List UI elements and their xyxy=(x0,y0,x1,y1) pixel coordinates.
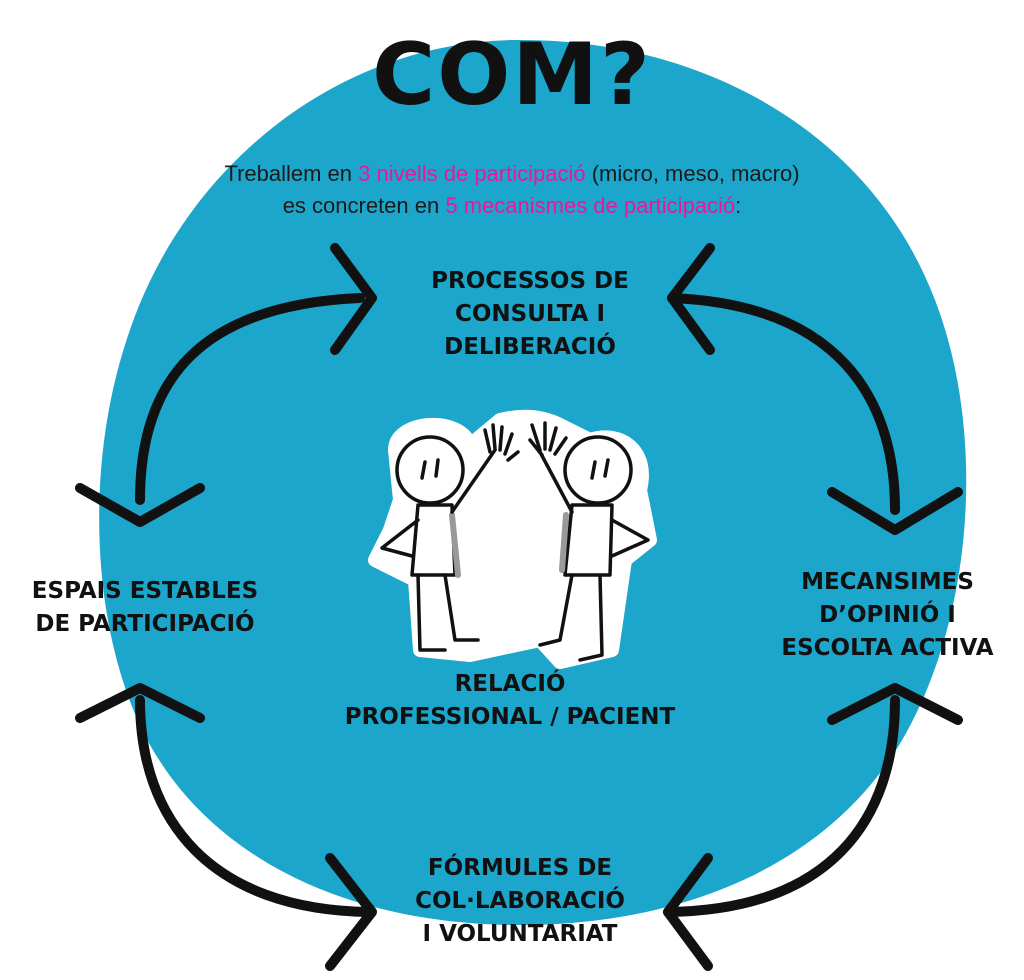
arrow-top-to-right xyxy=(667,293,900,515)
arrowhead-bottom-left xyxy=(325,853,377,971)
intro-line-1-start: Treballem en xyxy=(224,161,359,186)
node-right-line-3: ESCOLTA ACTIVA xyxy=(781,635,994,661)
node-top-line-1: PROCESSOS DE xyxy=(431,268,629,294)
arrowhead-top-left xyxy=(330,243,377,355)
node-left-line-1: ESPAIS ESTABLES xyxy=(31,578,259,604)
node-bottom-line-3: I VOLUNTARIAT xyxy=(422,921,618,947)
arrowhead-left-down xyxy=(75,483,205,527)
node-bottom-line-2: COL·LABORACIÓ xyxy=(415,888,625,914)
node-bottom-line-1: FÓRMULES DE xyxy=(427,855,613,881)
node-professional-patient-relation: RELACIÓ PROFESSIONAL / PACIENT xyxy=(290,668,730,734)
arrow-right-to-bottom xyxy=(663,695,900,917)
arrowhead-top-right xyxy=(667,243,715,355)
node-left-line-2: DE PARTICIPACIÓ xyxy=(35,611,255,637)
intro-line-1-end: (micro, meso, macro) xyxy=(585,161,800,186)
page-title: COM? xyxy=(372,25,652,125)
intro-levels-highlight: 3 nivells de participació xyxy=(358,161,586,186)
intro-text: Treballem en 3 nivells de participació (… xyxy=(100,158,924,222)
node-right-line-1: MECANSIMES xyxy=(801,569,974,595)
arrow-left-to-bottom xyxy=(135,695,375,917)
node-consultation-deliberation: PROCESSOS DE CONSULTA I DELIBERACIÓ xyxy=(360,265,700,364)
node-top-line-3: DELIBERACIÓ xyxy=(444,334,616,360)
arrowhead-bottom-right xyxy=(663,853,713,971)
intro-line-1: Treballem en 3 nivells de participació (… xyxy=(100,158,924,190)
arrow-left-to-top xyxy=(135,293,365,505)
node-collaboration-volunteering: FÓRMULES DE COL·LABORACIÓ I VOLUNTARIAT xyxy=(370,852,670,951)
intro-line-2-start: es concreten en xyxy=(282,193,446,218)
high-five-figures-icon xyxy=(368,409,657,669)
node-center-line-1: RELACIÓ xyxy=(454,671,566,697)
node-center-line-2: PROFESSIONAL / PACIENT xyxy=(344,704,676,730)
node-right-line-2: D’OPINIÓ I xyxy=(819,602,956,628)
intro-line-2-end: : xyxy=(735,193,742,218)
arrowhead-right-down xyxy=(827,487,963,535)
node-stable-participation-spaces: ESPAIS ESTABLES DE PARTICIPACIÓ xyxy=(0,575,290,641)
arrowhead-left-up xyxy=(75,683,205,723)
arrowhead-right-up xyxy=(827,683,963,725)
node-top-line-2: CONSULTA I xyxy=(454,301,606,327)
intro-mechanisms-highlight: 5 mecanismes de participació xyxy=(445,193,736,218)
intro-line-2: es concreten en 5 mecanismes de particip… xyxy=(100,190,924,222)
node-opinion-active-listening: MECANSIMES D’OPINIÓ I ESCOLTA ACTIVA xyxy=(755,566,1020,665)
